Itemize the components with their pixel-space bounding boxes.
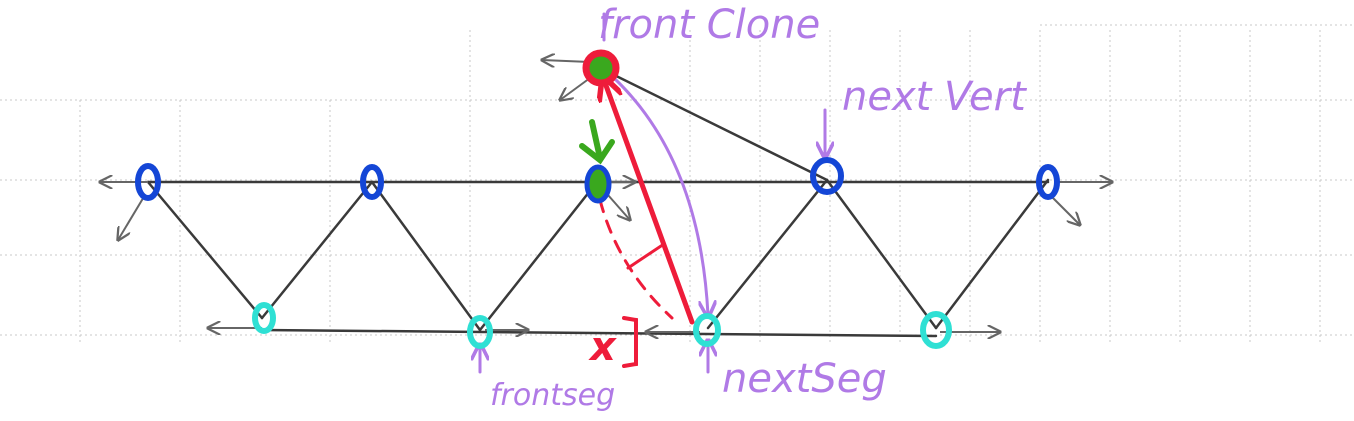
bracket-icon [622,316,638,368]
purple-annotations [480,12,825,374]
arrow-icon [607,194,630,220]
front-clone-label: front Clone [598,2,820,48]
arrow-icon [542,60,591,62]
circle-icon [360,164,384,200]
circle-icon [252,302,276,334]
clone-to-nextseg-arrow [612,76,708,315]
circle-icon [810,157,844,195]
front-clone-link-arrow [604,80,695,325]
frontseg-label: frontseg [490,378,615,413]
circle-icon [135,163,161,201]
next-vert-label: next Vert [842,74,1027,120]
arrow-icon [560,77,591,100]
arrow-icon [1049,194,1080,225]
x-marker-label: x [588,324,617,370]
next-seg-label: nextSeg [722,356,887,402]
mesh-edges [146,66,1050,338]
front-clone-vertex [582,49,620,87]
grid-lines [0,24,1354,345]
highlight-vertex [584,164,612,204]
red-annotations [598,80,695,368]
circle-icon [467,315,493,349]
angle-arc [626,242,666,270]
circle-icon [920,311,952,349]
green-pointer [579,119,615,165]
top-vertices [135,157,1060,201]
circle-icon [1036,164,1060,200]
circle-icon [693,313,721,347]
dashed-projection [598,198,674,320]
arrow-icon [118,194,146,240]
bottom-vertices [252,302,952,349]
